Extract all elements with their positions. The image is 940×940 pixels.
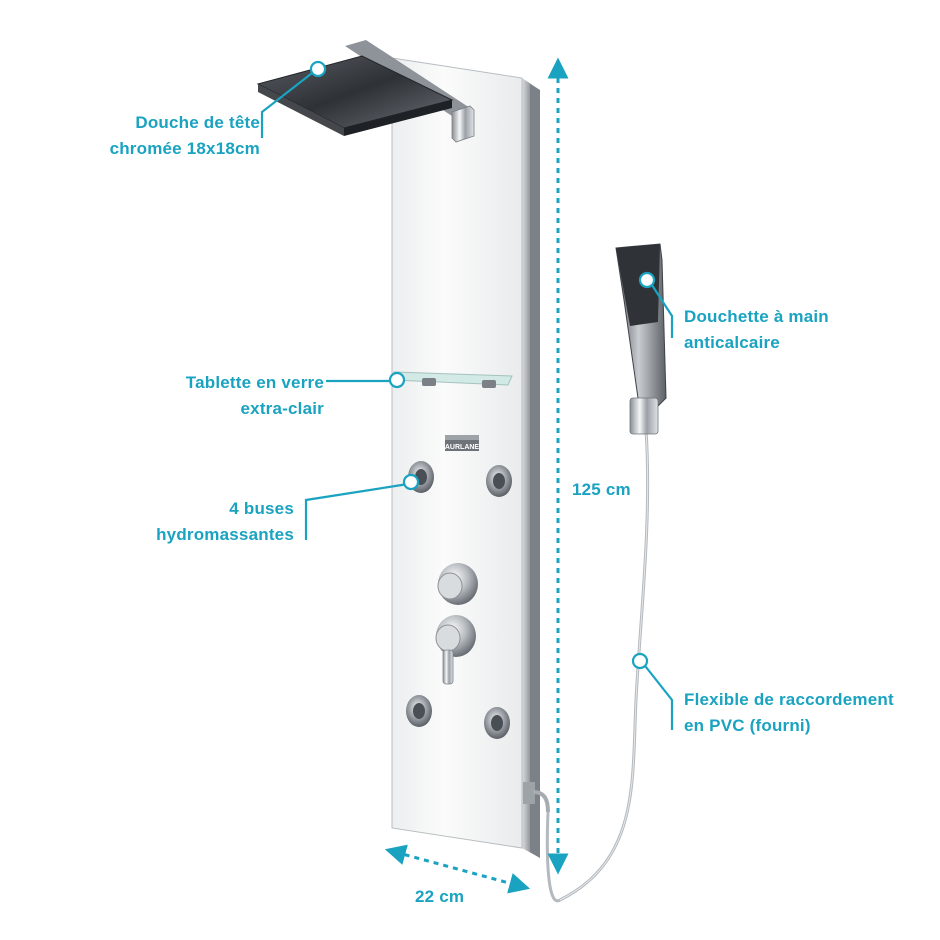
leader-head-shower: [260, 69, 317, 138]
massage-jet: [484, 707, 510, 739]
annotation-hose-line2: en PVC (fourni): [684, 716, 811, 735]
annotation-shelf: Tablette en verre extra-clair: [186, 370, 324, 422]
callout-dot-jets: [402, 473, 420, 491]
callout-dot-hand-shower: [638, 271, 656, 289]
massage-jet: [406, 695, 432, 727]
head-shower: [256, 40, 475, 143]
dimension-height-label: 125 cm: [572, 480, 631, 499]
annotation-jets-line2: hydromassantes: [156, 525, 294, 544]
hand-shower: [545, 243, 667, 903]
callout-dot-head-shower: [309, 60, 327, 78]
annotation-hand-shower-line1: Douchette à main: [684, 307, 829, 326]
diverter-knob: [437, 563, 478, 605]
annotation-shelf-line2: extra-clair: [240, 399, 324, 418]
annotation-hose-line1: Flexible de raccordement: [684, 690, 894, 709]
annotation-head-shower-line1: Douche de tête: [135, 113, 260, 132]
annotation-shelf-line1: Tablette en verre: [185, 373, 324, 392]
annotation-head-shower-line2: chromée 18x18cm: [109, 139, 260, 158]
leader-jets: [304, 482, 409, 540]
callout-dot-shelf: [388, 371, 406, 389]
annotation-head-shower: Douche de tête chromée 18x18cm: [110, 110, 260, 162]
dimension-width-label: 22 cm: [415, 887, 465, 906]
annotation-hand-shower: Douchette à main anticalcaire: [684, 304, 829, 356]
annotation-jets: 4 buses hydromassantes: [156, 496, 294, 548]
brand-label: AURLANE: [445, 444, 480, 451]
annotation-jets-line1: 4 buses: [229, 499, 294, 518]
leader-hose: [641, 661, 674, 730]
callout-dot-hose: [631, 652, 649, 670]
brand-plate: [445, 435, 479, 451]
shower-panel: [391, 57, 550, 858]
mixer-knob: [435, 615, 476, 685]
annotation-hand-shower-line2: anticalcaire: [684, 333, 780, 352]
massage-jet: [486, 465, 512, 497]
leader-hand-shower: [649, 281, 674, 338]
width-dimension-arrow: [384, 844, 531, 894]
annotation-hose: Flexible de raccordement en PVC (fourni): [684, 687, 894, 739]
